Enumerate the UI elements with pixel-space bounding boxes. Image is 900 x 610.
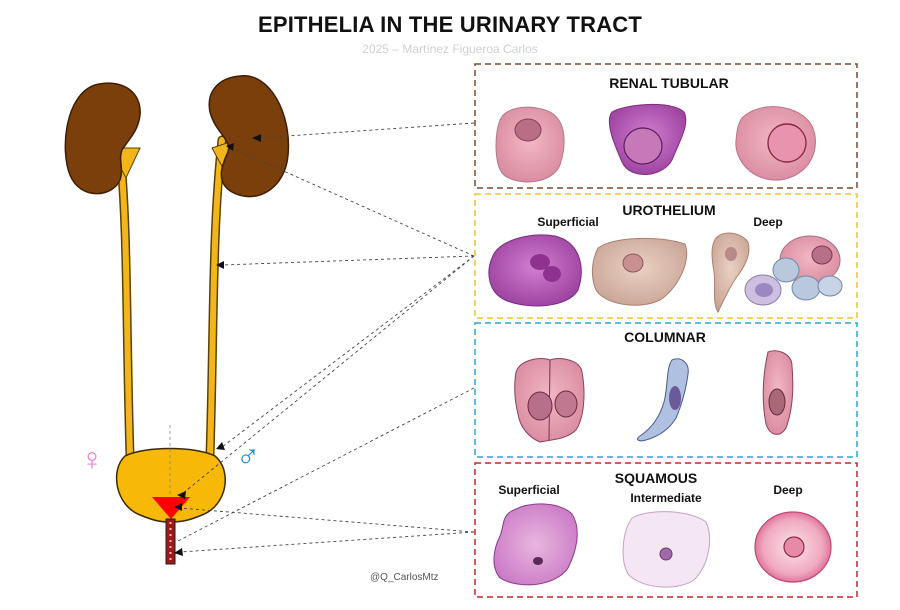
right-kidney [208,75,290,198]
urothelium-deep-label: Deep [753,215,782,229]
columnar-title: COLUMNAR [624,329,706,345]
male-symbol: ♂ [236,437,260,473]
urothelium-superficial-cell-1 [488,234,582,307]
pointer-lines [175,122,475,553]
renal-tubular-panel [474,63,858,189]
author-subtitle: 2025 – Martínez Figueroa Carlos [362,42,538,56]
squamous-deep-label: Deep [773,483,802,497]
squamous-title: SQUAMOUS [615,470,697,486]
squamous-intermediate-label: Intermediate [630,491,702,505]
left-kidney [64,82,141,195]
columnar-panel [474,322,858,458]
columnar-cell-tailed [637,358,689,442]
trigone-triangle [152,497,190,519]
pointer-arrowheads [174,134,261,556]
left-ureter-fill [117,147,133,458]
renal-cell-2 [608,103,687,175]
urothelium-superficial-label: Superficial [537,215,598,229]
female-symbol: ♀ [80,441,104,477]
right-ureter-fill [207,137,225,458]
renal-tubular-title: RENAL TUBULAR [609,75,729,91]
columnar-cell-single [762,350,794,435]
urothelium-deep-cell-tailed [711,232,750,314]
squamous-panel [474,462,858,598]
squamous-superficial-cell [493,503,578,586]
author-credit: @Q_CarlosMtz [370,572,439,583]
columnar-cell-pair [514,358,585,443]
squamous-intermediate-cell [622,511,711,588]
renal-cell-1 [495,106,565,183]
squamous-superficial-label: Superficial [498,483,559,497]
page-title: EPITHELIA IN THE URINARY TRACT [257,12,643,37]
squamous-deep-cell [754,511,832,583]
urothelium-superficial-cell-2 [591,237,688,306]
urothelium-title: UROTHELIUM [622,202,715,218]
urothelium-deep-cell-small [744,274,782,306]
urothelium-deep-cell-cluster [772,235,843,301]
renal-cell-3 [735,106,816,181]
urothelium-panel [474,193,858,319]
bladder [115,447,227,523]
